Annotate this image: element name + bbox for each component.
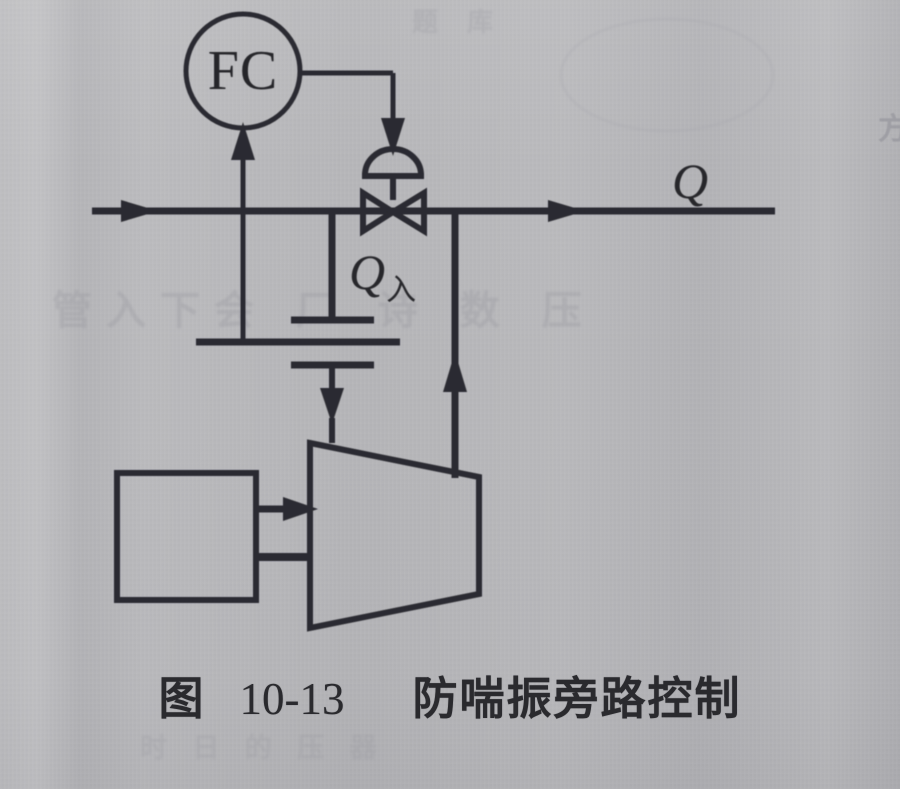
bleedthrough-text-right-edge: 方 xyxy=(878,112,900,147)
orifice-lower-tap xyxy=(291,361,374,443)
bleedthrough-text-bottom: 时 日 的 压 器 xyxy=(140,733,385,764)
discharge-flow-arrow-icon xyxy=(548,200,585,222)
motor-compressor-shaft xyxy=(256,497,318,561)
compressor-body[interactable] xyxy=(307,439,482,632)
caption-prefix: 图 xyxy=(158,672,206,725)
outlet-flow-label: Q xyxy=(672,153,709,209)
inlet-flow-arrow-icon xyxy=(121,200,158,222)
caption-title: 防喘振旁路控制 xyxy=(412,672,742,725)
control-valve-body-icon[interactable] xyxy=(360,187,427,237)
inlet-flow-label-base: Q xyxy=(349,244,386,300)
control-signal-line xyxy=(299,70,405,156)
caption-number: 10-13 xyxy=(239,674,345,724)
valve-diaphragm-actuator-icon xyxy=(362,146,424,200)
bleedthrough-text-middle: 管入下会 厂 诗 数 压 xyxy=(52,288,596,334)
figure-caption: 图 10-13 防喘振旁路控制 xyxy=(0,662,900,727)
inlet-flow-label-subscript: 入 xyxy=(386,273,417,308)
measurement-signal-line xyxy=(231,122,255,342)
orifice-upper-tap xyxy=(291,213,374,324)
bleedthrough-text-top: 题 库 xyxy=(412,8,504,38)
driver-motor-box[interactable] xyxy=(114,470,259,603)
bypass-recycle-line xyxy=(443,213,467,478)
controller-tag-label: FC xyxy=(207,40,279,102)
inlet-flow-label: Q入 xyxy=(349,243,416,309)
bleedthrough-circle xyxy=(560,18,774,132)
